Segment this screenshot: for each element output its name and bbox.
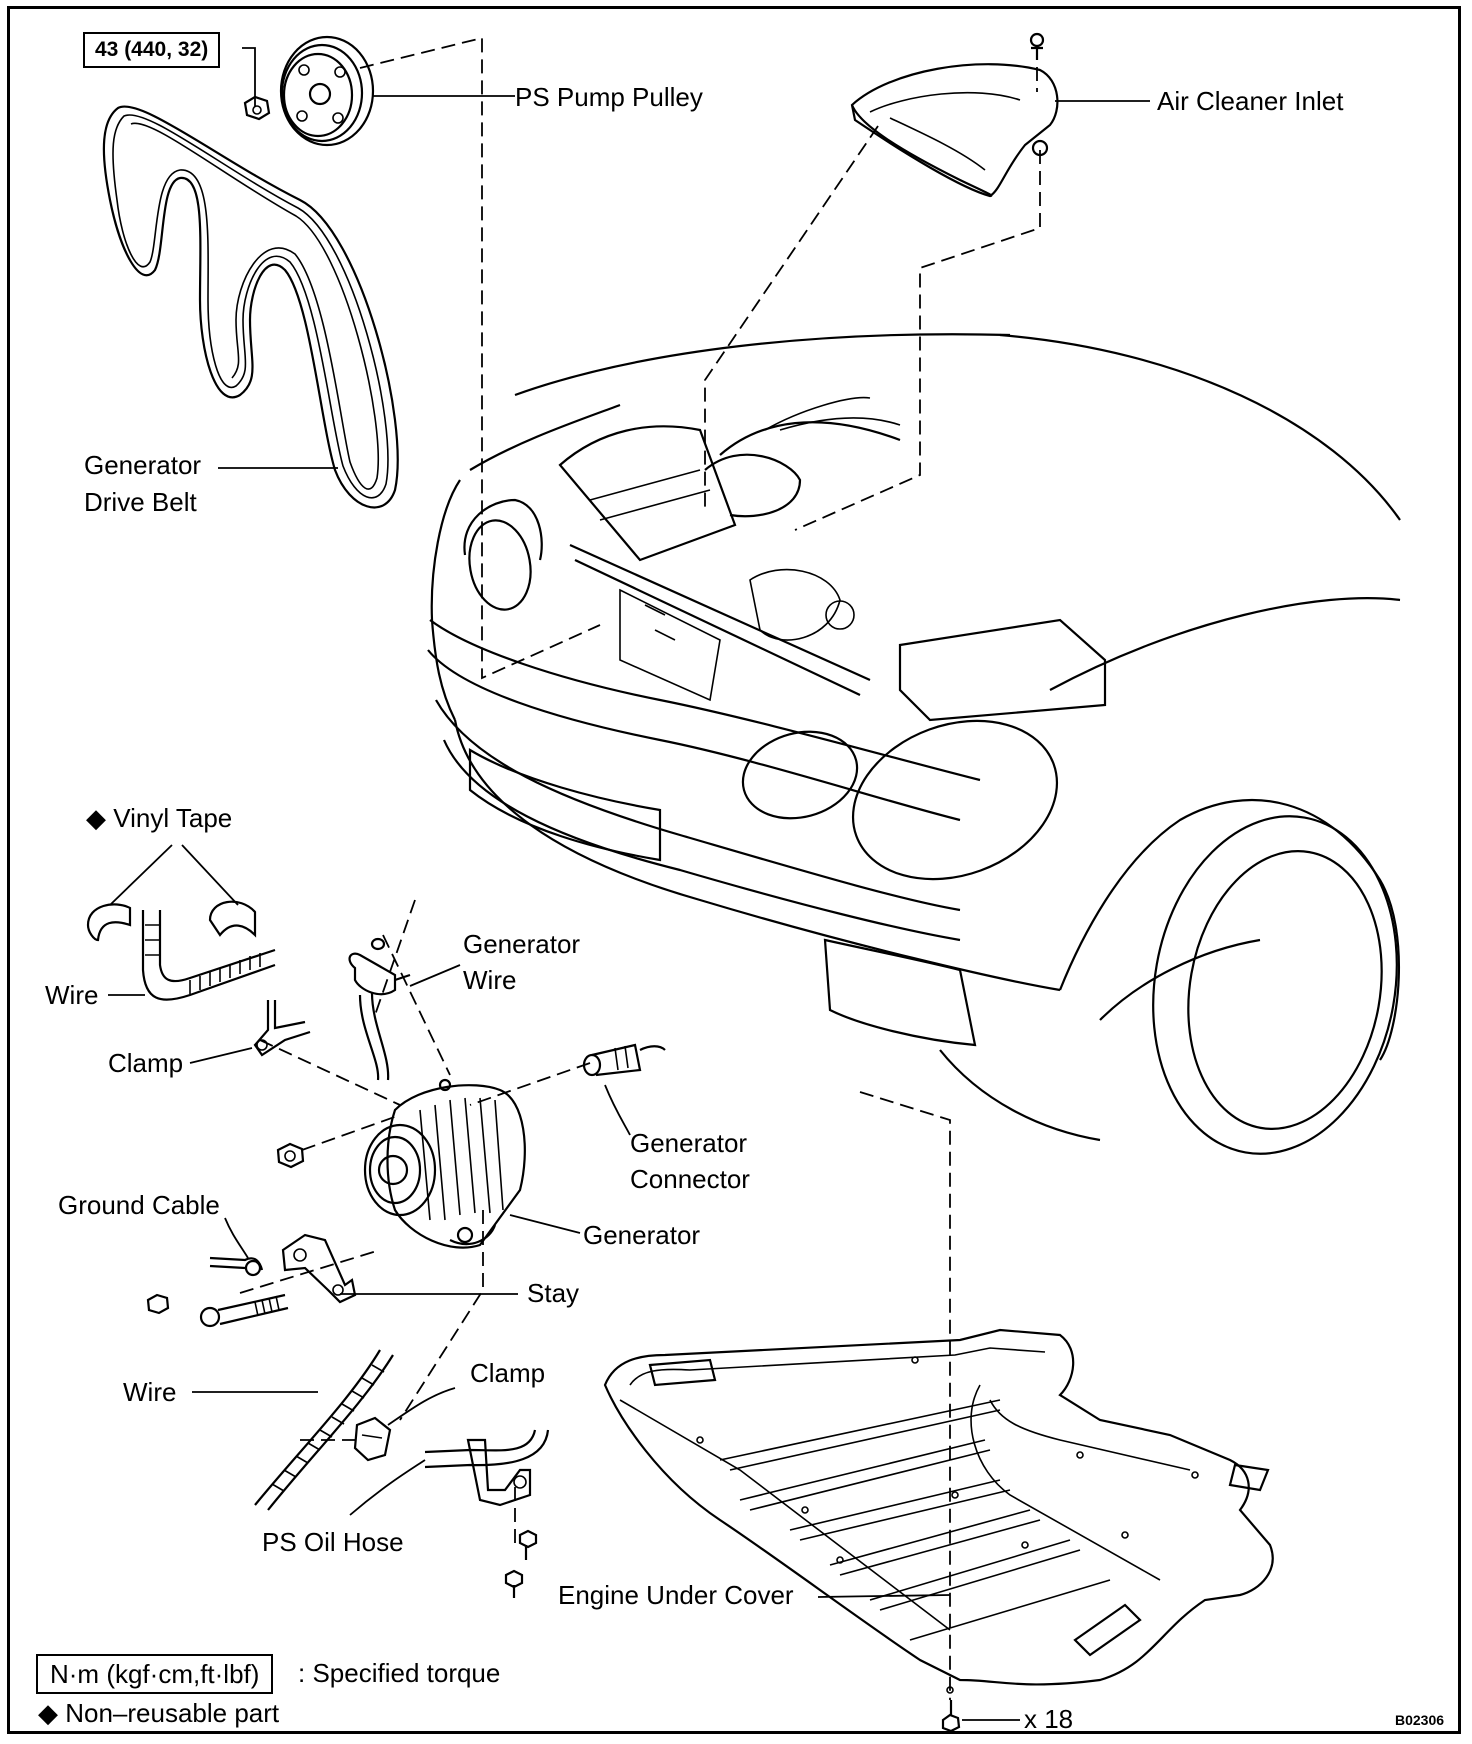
label-ps-oil-hose: PS Oil Hose [262, 1527, 404, 1557]
ground-cable-leader [224, 1217, 249, 1259]
label-generator-wire-line1: Generator [463, 929, 581, 959]
generator-connector [582, 1043, 666, 1077]
pulley-nut [243, 95, 271, 121]
vehicle-front-end [427, 333, 1401, 1155]
generator-wire-leader [409, 964, 461, 987]
stay-bracket [281, 1233, 357, 1304]
clamp-lower-leader [387, 1387, 456, 1426]
label-clamp-lower: Clamp [470, 1358, 546, 1388]
torque-leader [242, 47, 256, 106]
generator-leader [509, 1214, 581, 1234]
label-ps-pump-pulley: PS Pump Pulley [515, 82, 703, 112]
label-engine-under-cover: Engine Under Cover [558, 1580, 794, 1610]
label-generator-drive-belt-line2: Drive Belt [84, 487, 197, 517]
label-clamp-upper: Clamp [108, 1048, 184, 1078]
label-ground-cable: Ground Cable [58, 1190, 220, 1220]
ps-oil-hose-leader [349, 1459, 426, 1516]
generator-body [363, 1078, 526, 1249]
clamp-lower [353, 1416, 392, 1462]
label-air-cleaner-inlet: Air Cleaner Inlet [1157, 86, 1344, 116]
label-wire-lower: Wire [123, 1377, 177, 1407]
label-bolt-count: x 18 [1024, 1704, 1074, 1734]
label-generator: Generator [583, 1220, 701, 1250]
assembly-guide-lines [239, 36, 1041, 1700]
generator-drive-belt [102, 105, 399, 509]
clamp-upper [253, 1000, 311, 1057]
ps-oil-hose [424, 1429, 550, 1598]
generator-connector-leader [604, 1084, 631, 1136]
engine-under-cover [603, 1328, 1274, 1694]
engine-under-cover-leader [817, 1594, 951, 1598]
wire-harness-upper [141, 910, 276, 1001]
vinyl-tape-leaders [109, 844, 239, 906]
wire-harness-lower [254, 1349, 394, 1511]
legend-unit-box: N·m (kgf·cm,ft·lbf) [36, 1654, 274, 1694]
label-stay: Stay [527, 1278, 580, 1308]
generator-wire-terminal [348, 937, 411, 1081]
label-wire-upper: Wire [45, 980, 99, 1010]
label-generator-wire-line2: Wire [463, 965, 517, 995]
label-generator-connector-line2: Connector [630, 1164, 750, 1194]
legend-specified-torque: : Specified torque [298, 1658, 501, 1688]
generator-nut [276, 1142, 305, 1169]
figure-frame [7, 6, 1461, 1734]
ground-cable [209, 1256, 264, 1277]
vinyl-tape-pieces [86, 900, 257, 942]
stay-bolts [146, 1293, 289, 1328]
ps-pump-pulley [279, 35, 375, 147]
label-generator-drive-belt-line1: Generator [84, 450, 202, 480]
label-generator-connector-line1: Generator [630, 1128, 748, 1158]
air-cleaner-inlet [850, 32, 1059, 198]
under-cover-bolt [941, 1700, 961, 1733]
torque-callout-box: 43 (440, 32) [83, 32, 221, 68]
clamp-upper-leader [189, 1047, 253, 1064]
figure-code: B02306 [1395, 1712, 1445, 1728]
legend-non-reusable-part: ◆ Non–reusable part [38, 1698, 280, 1728]
label-vinyl-tape: ◆ Vinyl Tape [86, 803, 233, 833]
